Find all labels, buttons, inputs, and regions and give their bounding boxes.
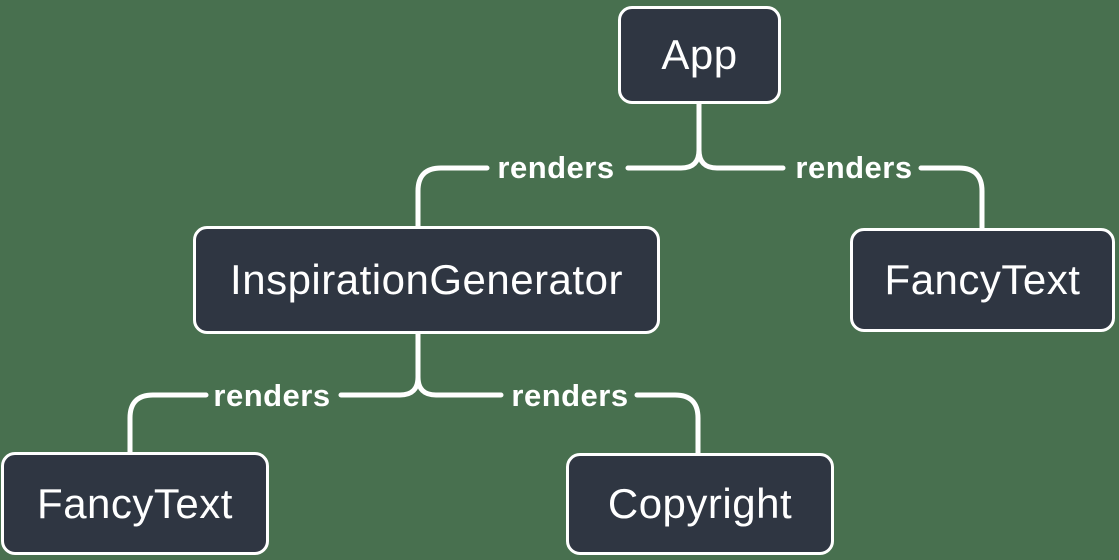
node-fancy-text-left: FancyText — [1, 452, 269, 555]
edge-inspiration-to-copyright-curve — [415, 374, 504, 398]
edge-app-to-fancytext-drop — [918, 165, 985, 235]
edge-label-inspiration-copyright: renders — [511, 378, 629, 413]
edge-label-inspiration-fancytext: renders — [213, 378, 331, 413]
node-copyright-label: Copyright — [607, 480, 793, 527]
edge-app-to-fancytext-right-curve — [696, 147, 786, 171]
edge-label-app-inspiration: renders — [497, 150, 615, 185]
node-inspiration-generator: InspirationGenerator — [193, 226, 660, 334]
edge-inspiration-to-fancytext-drop — [127, 392, 209, 459]
node-app-label: App — [661, 31, 738, 78]
node-app: App — [618, 6, 781, 104]
edge-inspiration-to-copyright-drop — [634, 392, 701, 461]
edge-inspiration-to-fancytext-left-curve — [338, 374, 421, 398]
node-fancy-text-right-label: FancyText — [884, 256, 1081, 303]
node-copyright: Copyright — [566, 453, 834, 555]
edge-app-to-inspiration-drop — [415, 165, 490, 233]
node-fancy-text-left-label: FancyText — [37, 479, 233, 527]
edge-app-to-inspiration-left-curve — [625, 147, 702, 171]
edge-label-app-fancytext: renders — [795, 150, 913, 185]
node-fancy-text-right: FancyText — [850, 228, 1115, 332]
node-inspiration-generator-label: InspirationGenerator — [230, 256, 623, 303]
